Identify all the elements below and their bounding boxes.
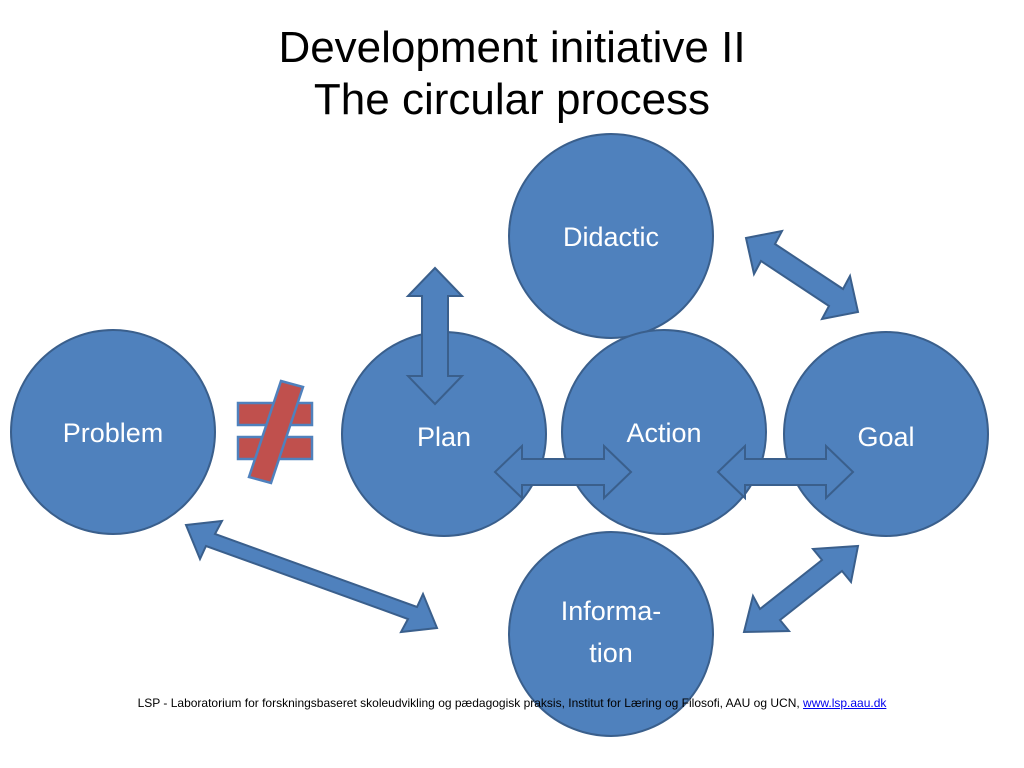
footer-credit: LSP - Laboratorium for forskningsbaseret… bbox=[0, 696, 1024, 710]
title-line-1: Development initiative II bbox=[278, 23, 746, 72]
arrow-action-goal bbox=[716, 443, 855, 501]
label-problem: Problem bbox=[63, 418, 164, 448]
not-equal-icon bbox=[236, 379, 314, 485]
arrow-plan-action bbox=[493, 443, 633, 501]
label-didactic: Didactic bbox=[563, 222, 659, 252]
node-didactic bbox=[508, 133, 714, 339]
title-line-2: The circular process bbox=[313, 75, 711, 124]
label-action: Action bbox=[626, 418, 701, 448]
slide-title: Development initiative II The circular p… bbox=[0, 22, 1024, 126]
node-information bbox=[508, 531, 714, 737]
arrow-plan-vertical bbox=[405, 266, 465, 406]
label-goal: Goal bbox=[857, 422, 914, 452]
label-information-line2: tion bbox=[589, 638, 633, 668]
label-plan: Plan bbox=[417, 422, 471, 452]
footer-text: LSP - Laboratorium for forskningsbaseret… bbox=[137, 696, 804, 710]
footer-link[interactable]: www.lsp.aau.dk bbox=[803, 696, 887, 710]
arrow-information-goal bbox=[742, 544, 860, 634]
node-problem bbox=[10, 329, 216, 535]
label-information-line1: Informa- bbox=[561, 596, 662, 626]
arrow-problem-information bbox=[184, 519, 439, 634]
arrow-didactic-goal bbox=[744, 229, 860, 321]
